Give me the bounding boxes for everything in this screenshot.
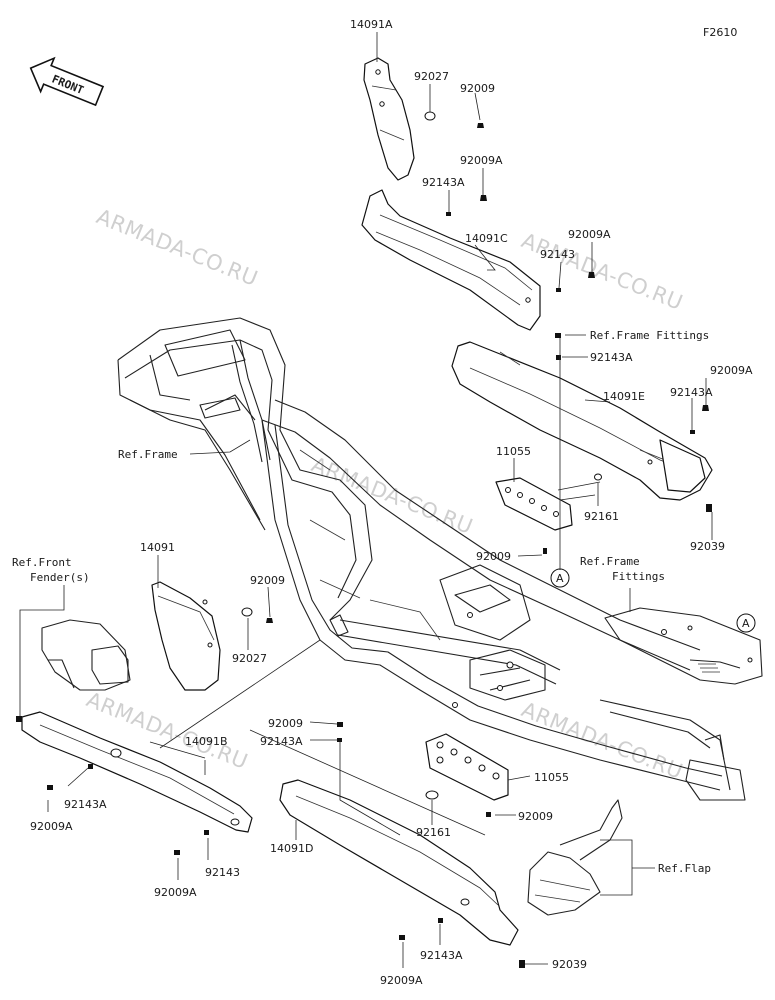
label-92039[interactable]: 92039 [690,540,725,553]
part-14091B[interactable] [21,711,253,833]
ref-marker-a-1: A [550,568,570,588]
label-92009[interactable]: 92009 [268,717,303,730]
label-92009A[interactable]: 92009A [460,154,503,167]
label-92009A[interactable]: 92009A [568,228,611,241]
bolt-92009 [543,548,547,554]
bolt-92009 [337,722,343,727]
label-92009[interactable]: 92009 [518,810,553,823]
vehicle-frame [117,317,746,801]
bolt-92009 [486,812,491,817]
ref-marker-a-2: A [736,613,756,633]
washer-92027 [241,607,253,617]
part-14091D[interactable] [279,779,519,946]
label-92161[interactable]: 92161 [584,510,619,523]
label-14091A[interactable]: 14091A [350,18,393,31]
nut-92143 [204,830,209,835]
nut-92143A [337,738,342,742]
watermarks: ARMADA-CO.RU ARMADA-CO.RU ARMADA-CO.RU A… [83,204,686,784]
part-11055-upper[interactable] [495,477,573,531]
label-92143A[interactable]: 92143A [420,949,463,962]
label-92143A[interactable]: 92143A [670,386,713,399]
bolt-92009A [47,785,53,790]
nut-92143A [446,212,451,216]
label-92143A[interactable]: 92143A [422,176,465,189]
label-ref-frame-fittings-2b[interactable]: Fittings [612,570,665,583]
bolt-ref [555,333,561,338]
label-92009A[interactable]: 92009A [30,820,73,833]
label-ref-front-fender-2[interactable]: Fender(s) [30,571,90,584]
grommet-92161 [594,473,602,481]
ref-flap-sketch [527,799,623,916]
label-92027[interactable]: 92027 [414,70,449,83]
label-92009[interactable]: 92009 [476,550,511,563]
front-arrow-icon: FRONT [29,56,105,107]
bolt-92039 [519,960,525,968]
label-92009A[interactable]: 92009A [154,886,197,899]
label-14091B[interactable]: 14091B [185,735,228,748]
label-92009[interactable]: 92009 [250,574,285,587]
nut-92143A [690,430,695,434]
bolt-92039 [706,504,712,512]
part-11055-lower[interactable] [425,733,509,801]
bolt-92009A [588,272,595,278]
part-labels: 14091A 92027 92009 92009A 92143A 14091C … [12,18,753,987]
grommet-92161 [425,790,439,800]
label-92039[interactable]: 92039 [552,958,587,971]
nut-92143A [556,355,561,360]
label-ref-frame[interactable]: Ref.Frame [118,448,178,461]
label-11055[interactable]: 11055 [496,445,531,458]
part-14091C[interactable] [361,189,541,331]
label-ref-front-fender[interactable]: Ref.Front [12,556,72,569]
label-92143A[interactable]: 92143A [64,798,107,811]
watermark: ARMADA-CO.RU [308,452,476,539]
label-ref-frame-fittings[interactable]: Ref.Frame Fittings [590,329,709,342]
label-92027[interactable]: 92027 [232,652,267,665]
bolt-92009A [174,850,180,855]
washer-92027 [424,111,436,121]
leader-lines [19,32,713,968]
label-92143[interactable]: 92143 [205,866,240,879]
label-ref-flap[interactable]: Ref.Flap [658,862,711,875]
label-92009[interactable]: 92009 [460,82,495,95]
bolt-92009A [399,935,405,940]
figure-code: F2610 [703,26,737,39]
ref-frame-fittings-sketch [604,607,763,685]
part-14091[interactable] [151,581,221,691]
label-11055[interactable]: 11055 [534,771,569,784]
label-14091C[interactable]: 14091C [465,232,508,245]
label-14091[interactable]: 14091 [140,541,175,554]
label-92009A[interactable]: 92009A [710,364,753,377]
label-14091E[interactable]: 14091E [603,390,645,403]
svg-text:A: A [742,617,750,630]
watermark: ARMADA-CO.RU [93,204,261,291]
bolt-92009 [266,618,273,623]
label-92143A[interactable]: 92143A [590,351,633,364]
part-14091A[interactable] [363,57,415,181]
label-92161[interactable]: 92161 [416,826,451,839]
label-92009A[interactable]: 92009A [380,974,423,987]
bolt-92009A [480,195,487,201]
bolt-92009A [702,405,709,411]
bolt-92009 [477,123,484,128]
label-14091D[interactable]: 14091D [270,842,313,855]
part-14091E[interactable] [451,341,713,501]
bolt-ref-fender [16,716,22,722]
label-92143[interactable]: 92143 [540,248,575,261]
nut-92143A [438,918,443,923]
svg-text:A: A [556,572,564,585]
ref-front-fender-sketch [41,619,131,691]
label-ref-frame-fittings-2[interactable]: Ref.Frame [580,555,640,568]
nut-92143A [88,764,93,769]
label-92143A[interactable]: 92143A [260,735,303,748]
nut-92143 [556,288,561,292]
watermark: ARMADA-CO.RU [518,228,686,315]
